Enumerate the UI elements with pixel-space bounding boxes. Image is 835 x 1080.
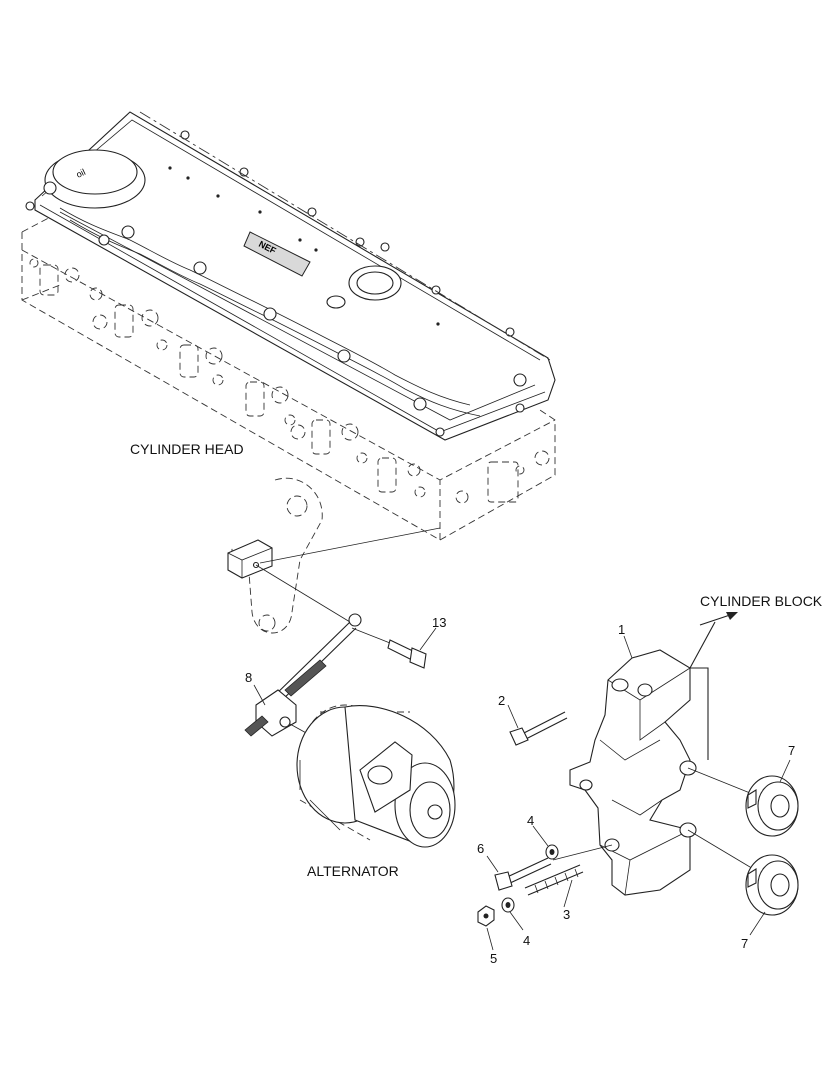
stud-3	[524, 864, 584, 896]
label-cylinder-head: CYLINDER HEAD	[130, 441, 244, 457]
callout-7-upper: 7	[788, 743, 796, 758]
idler-pulley-lower	[745, 854, 799, 916]
oil-filler-cap: oil	[43, 149, 146, 209]
bolt-13	[351, 627, 427, 669]
callout-7-lower: 7	[741, 936, 749, 951]
callout-4-lower: 4	[523, 933, 531, 948]
alternator	[296, 704, 456, 848]
callout-5: 5	[490, 951, 498, 966]
mounting-bracket	[569, 621, 756, 896]
upper-bracket	[227, 477, 441, 634]
label-alternator: ALTERNATOR	[307, 863, 399, 879]
bolt-2	[509, 711, 568, 746]
washer-4-upper	[545, 844, 559, 860]
callout-8: 8	[245, 670, 253, 685]
leader-lines	[253, 627, 791, 951]
label-cylinder-block: CYLINDER BLOCK	[700, 593, 823, 609]
cylinder-head	[21, 211, 556, 541]
callout-3: 3	[563, 907, 571, 922]
nef-logo-plate: NEF	[243, 231, 311, 277]
callout-6: 6	[477, 841, 485, 856]
callout-1: 1	[618, 622, 626, 637]
washer-4-lower	[501, 897, 515, 913]
callout-4-upper: 4	[527, 813, 535, 828]
tie-rod	[244, 613, 362, 761]
idler-pulley-upper	[745, 775, 799, 837]
callout-2: 2	[498, 693, 506, 708]
svg-text:oil: oil	[75, 167, 87, 180]
nut-5	[477, 905, 495, 927]
cover-bolts	[25, 130, 527, 437]
callout-13: 13	[432, 615, 447, 630]
arrow-right-icon	[699, 612, 738, 626]
breather-cap	[326, 265, 402, 309]
rocker-cover: oil NEF	[25, 111, 556, 441]
bolt-6	[494, 844, 613, 891]
